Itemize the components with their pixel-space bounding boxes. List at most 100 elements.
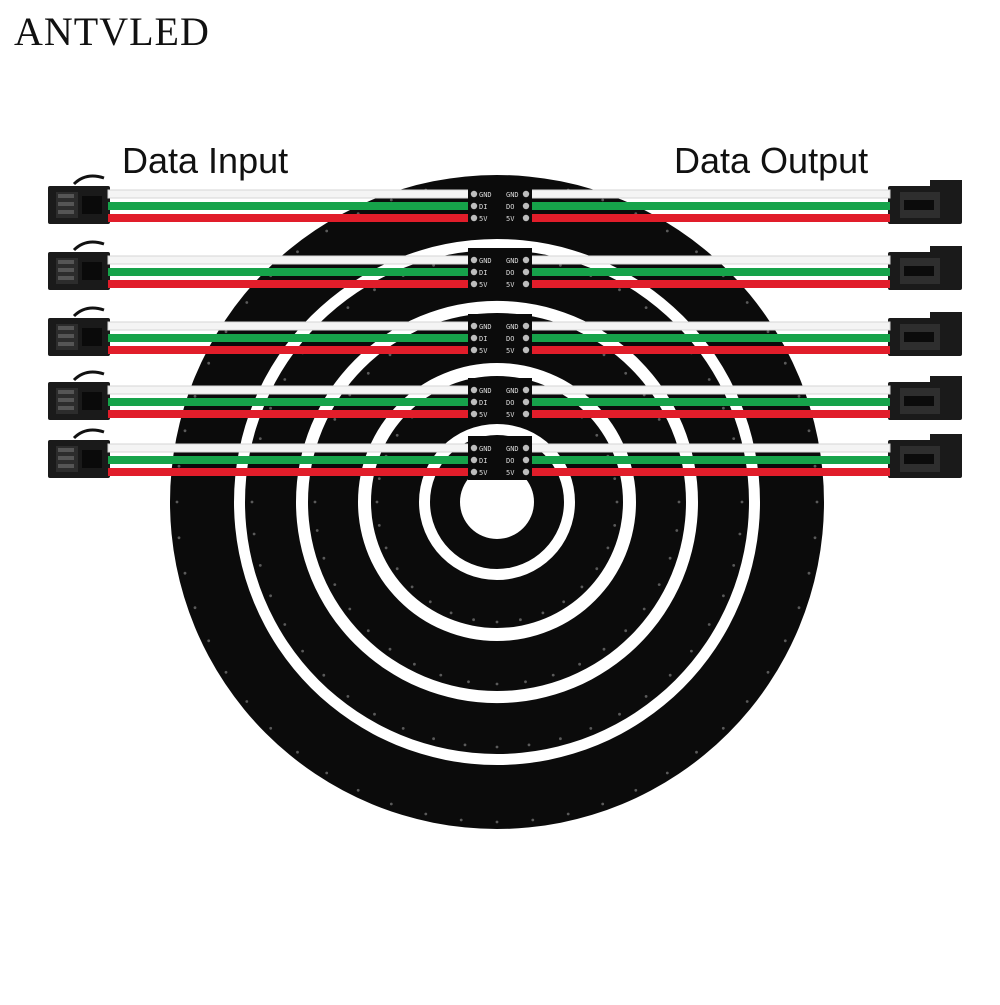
led-dot [325,771,329,775]
led-dot [375,500,379,504]
led-dot [207,639,211,643]
pad-label: DI [479,457,487,465]
led-dot [745,301,749,304]
green-wire-in [108,334,470,342]
pad-label: GND [506,257,519,265]
led-dot [388,647,392,651]
pad-label: 5V [506,281,515,289]
pad-label: DI [479,269,487,277]
led-dot [384,546,388,550]
pad-label: 5V [479,347,488,355]
green-wire-in [108,398,470,406]
pad-label: DI [479,203,487,211]
data-output-label: Data Output [674,140,869,181]
led-dot [224,670,228,674]
led-dot [348,607,352,611]
white-wire-out [527,321,891,331]
green-wire-in [108,202,470,210]
red-wire-out [528,468,890,476]
led-dot [424,812,428,816]
pad-label: DI [479,399,487,407]
led-dot [373,712,376,716]
input-connector [48,240,110,290]
red-wire-out [528,346,890,354]
pad-label: GND [479,445,492,453]
green-wire-out [528,268,890,276]
white-wire-out [527,255,891,265]
led-dot [783,639,787,643]
pad-label: DO [506,269,514,277]
led-dot [602,647,606,651]
led-dot [177,464,181,468]
led-dot [602,353,606,357]
led-dot [695,750,698,754]
led-dot [766,670,770,674]
pad-label: GND [506,387,519,395]
input-connector [48,428,110,478]
led-dot [624,371,628,375]
white-wire-in [107,385,471,395]
led-dot [389,802,393,806]
output-connector [888,312,962,356]
green-wire-out [528,398,890,406]
led-dot [296,250,299,254]
led-dot [395,567,399,571]
green-wire-in [108,268,470,276]
led-dot [366,629,370,633]
led-dot [322,556,326,560]
led-dot [722,594,725,598]
pad-label: 5V [506,347,515,355]
pad-label: 5V [479,215,488,223]
led-dot [283,623,287,626]
led-dot [296,750,299,754]
led-dot [722,406,725,410]
pad-label: GND [479,387,492,395]
pad-label: 5V [479,469,488,477]
led-dot [269,594,272,598]
led-dot [395,433,399,437]
led-dots [175,188,819,824]
led-dot [463,743,467,747]
led-dot [595,433,599,437]
led-dot [183,429,187,433]
green-wire-out [528,334,890,342]
led-dot [562,600,566,604]
led-dot [524,680,527,684]
green-wire-out [528,202,890,210]
led-dot [601,198,605,202]
led-dot [193,606,197,610]
led-dot [449,611,453,615]
led-dot [559,263,562,267]
led-dot [245,700,249,703]
output-connector [888,376,962,420]
pad-label: GND [506,323,519,331]
led-dot [766,330,770,334]
led-dot [807,429,811,433]
led-dot [797,606,801,610]
led-dot [207,361,211,365]
white-wire-in [107,255,471,265]
led-dot [428,600,432,604]
led-dot [783,361,787,365]
led-dot [269,726,273,730]
led-dot [531,818,535,822]
led-dot [258,564,262,567]
led-dot [377,477,381,480]
led-dot [721,726,725,730]
led-dot [283,378,287,381]
white-wire-in [107,443,471,453]
pad-label: GND [506,445,519,453]
led-dot [618,712,621,716]
green-wire-out [528,456,890,464]
output-connector [888,246,962,290]
led-ring-board-3 [308,313,686,691]
led-dot [738,532,742,536]
led-dot [356,788,360,792]
led-dot [707,378,711,381]
